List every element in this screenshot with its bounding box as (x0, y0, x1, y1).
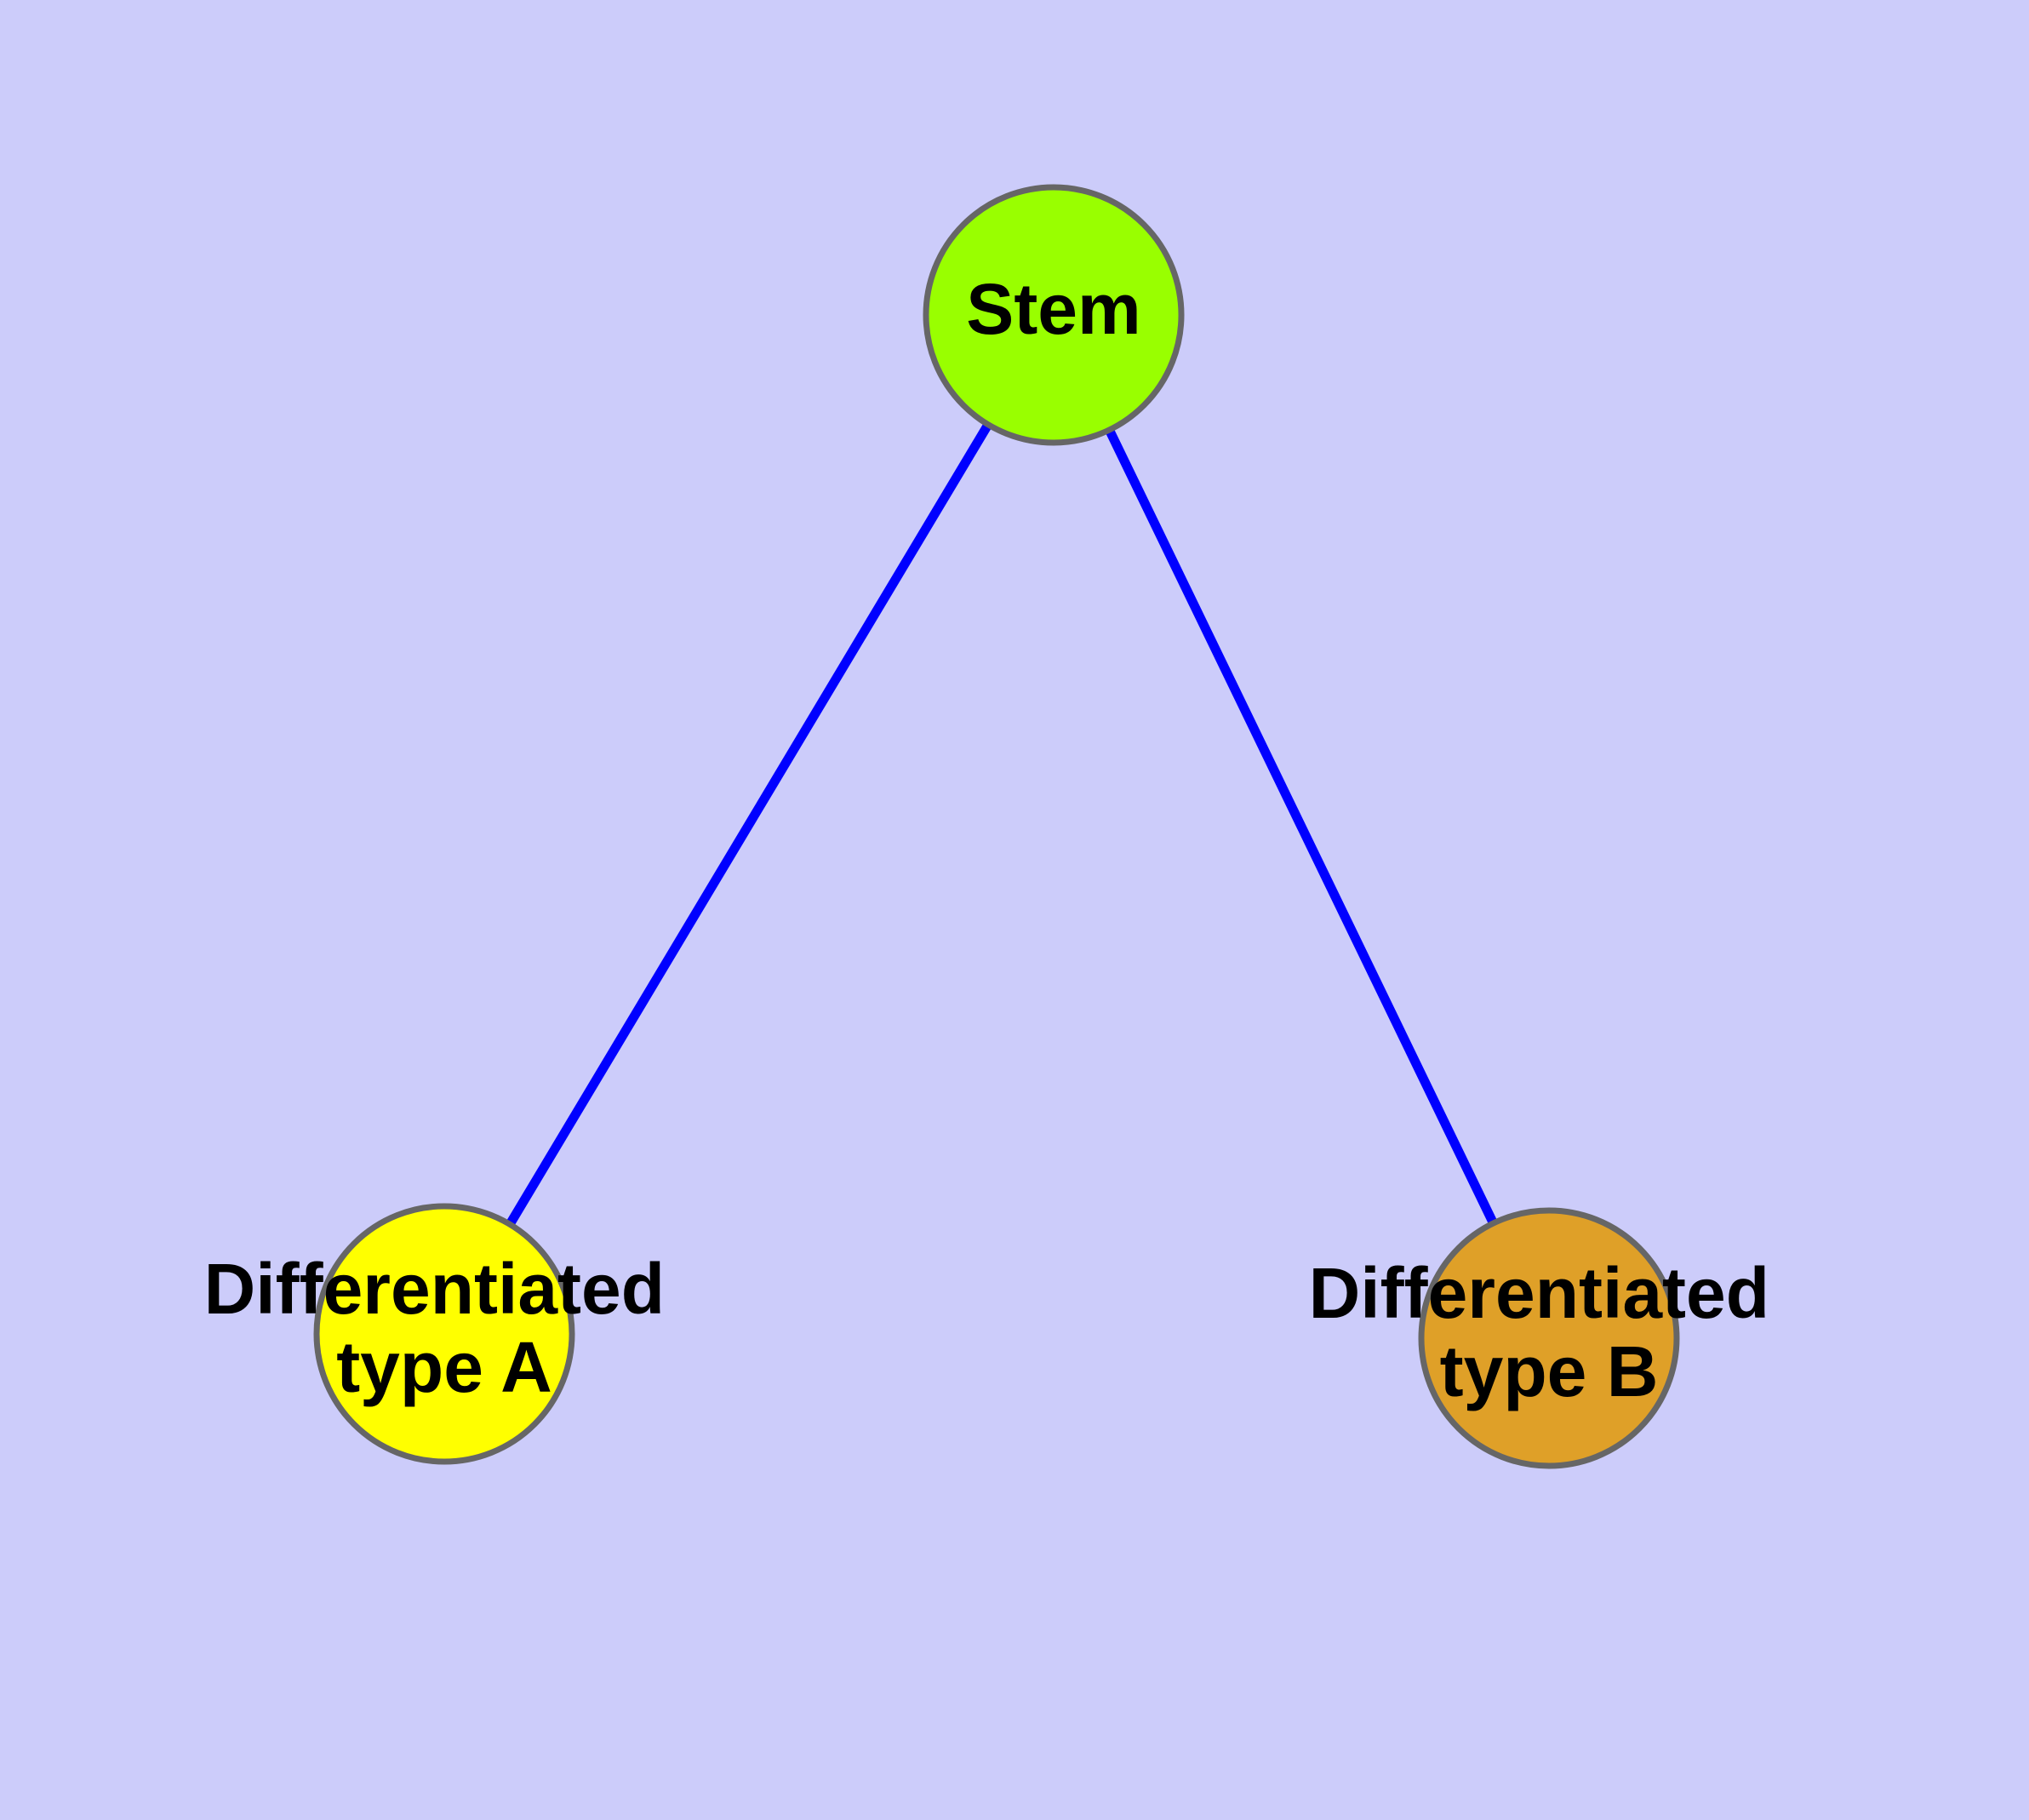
node-label-differentiated-type-b: Differentiated type B (1309, 1253, 1790, 1411)
node-label-differentiated-type-a: Differentiated type A (204, 1249, 685, 1407)
edges-group (440, 312, 1553, 1341)
node-label-differentiated-type-a-line2: type A (336, 1327, 552, 1407)
node-label-differentiated-type-a-line1: Differentiated (204, 1249, 665, 1329)
node-label-differentiated-type-b-line1: Differentiated (1309, 1253, 1769, 1333)
edge-stem-to-differentiated-type-b[interactable] (1049, 312, 1553, 1341)
node-differentiated-type-a[interactable] (313, 1203, 575, 1465)
edge-stem-to-differentiated-type-a[interactable] (440, 312, 1058, 1336)
node-labels-group: Stem Differentiated type A Differentiate… (204, 269, 1790, 1411)
node-label-stem: Stem (966, 269, 1140, 349)
node-label-differentiated-type-b-line2: type B (1440, 1331, 1659, 1411)
node-stem[interactable] (923, 184, 1185, 446)
nodes-group (313, 184, 1680, 1469)
node-differentiated-type-b[interactable] (1418, 1207, 1680, 1469)
node-label-stem-line1: Stem (966, 269, 1140, 349)
